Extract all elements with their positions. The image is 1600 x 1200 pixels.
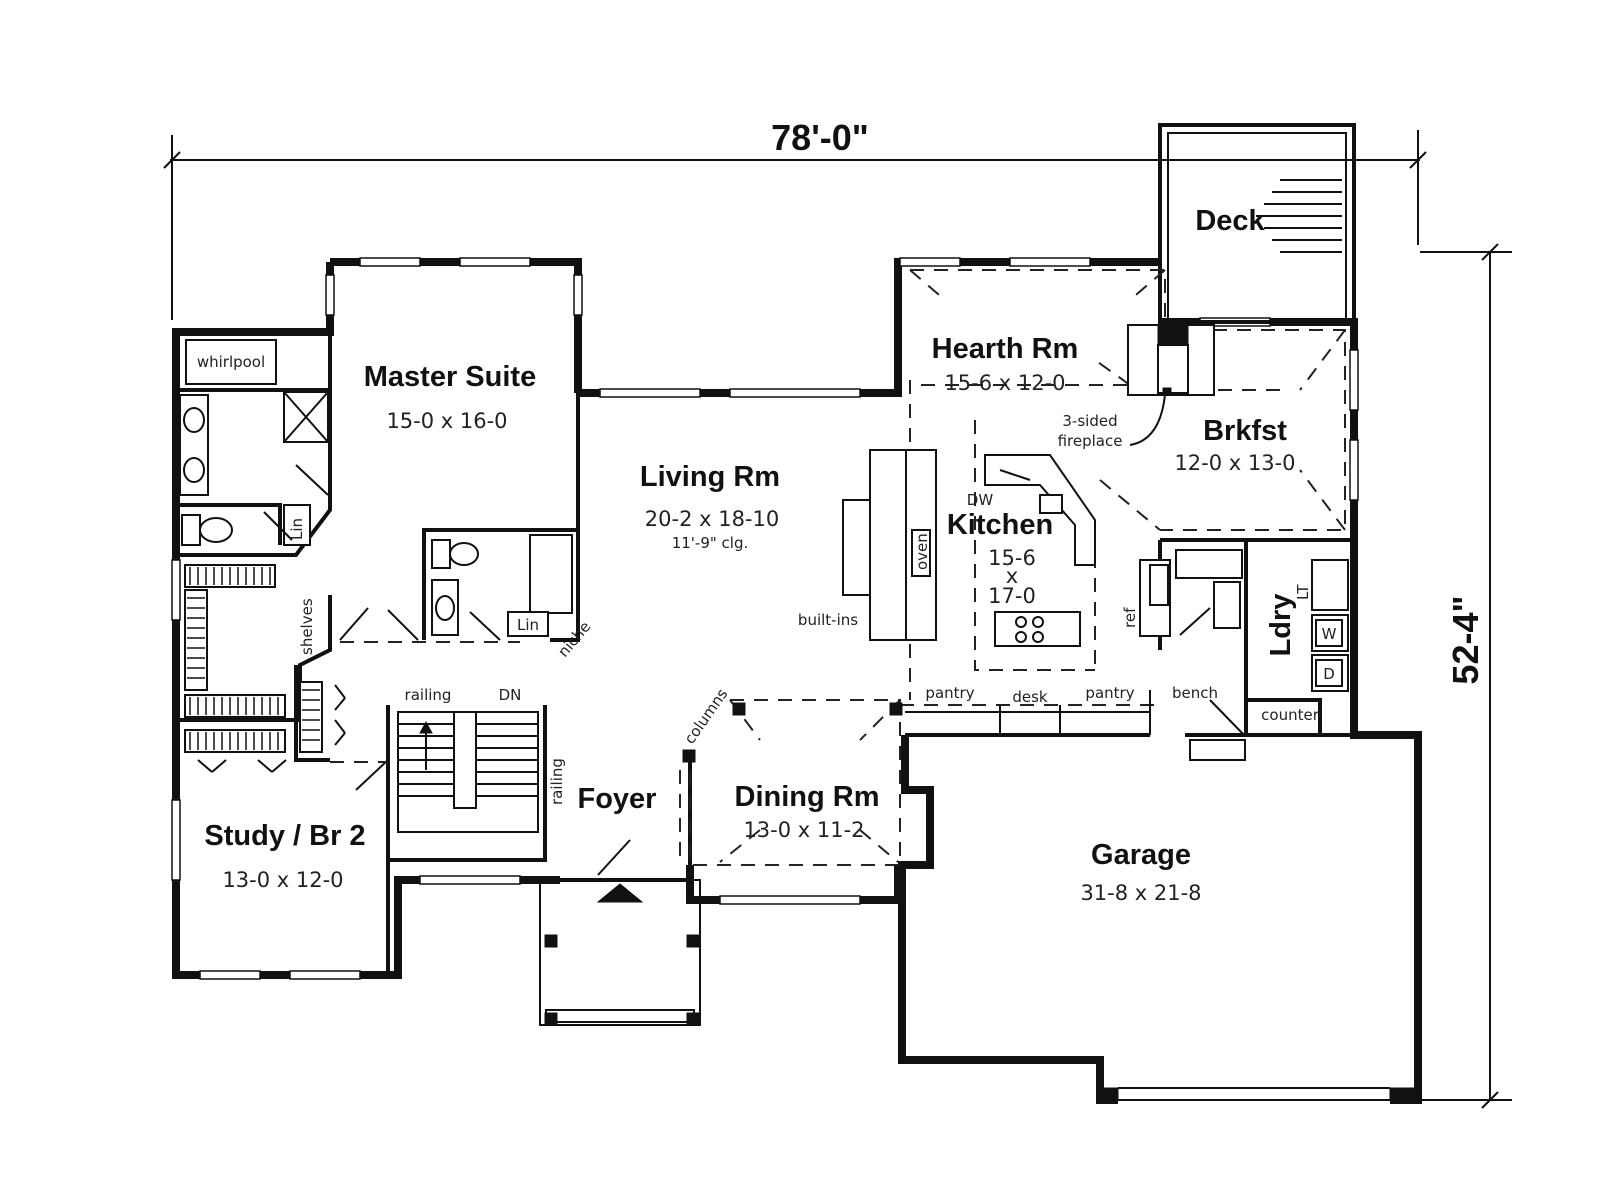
living-room-dim: 20-2 x 18-10 (645, 507, 779, 531)
kitchen-dim-b: 17-0 (988, 584, 1036, 608)
living-room-name: Living Rm (640, 461, 780, 493)
railing-top-label: railing (405, 686, 452, 704)
railing-side-label: railing (548, 758, 566, 805)
living-fireplace: oven built-ins (798, 449, 937, 641)
interior-walls (176, 332, 1354, 975)
deck: Deck (1158, 123, 1356, 324)
kitchen-dim-a: 15-6 (988, 546, 1036, 570)
laundry-name: Ldry (1265, 594, 1297, 657)
dw-label: DW (967, 491, 994, 509)
lin-closet-bath (283, 504, 311, 546)
living-room-ceiling: 11'-9" clg. (672, 534, 749, 552)
whirlpool-tub (185, 339, 277, 385)
closet-rods: shelves (184, 549, 1243, 753)
bath-fixtures: whirlpool Lin Lin niche (179, 339, 594, 661)
bath2-toilet (431, 539, 451, 569)
built-ins-label: built-ins (798, 611, 858, 629)
dining-room-name: Dining Rm (735, 781, 880, 813)
overall-depth-dimension: 52-4" (1410, 243, 1512, 1109)
shelves-label: shelves (298, 598, 316, 655)
exterior-walls (172, 258, 1422, 1104)
kitchen-name: Kitchen (947, 509, 1053, 541)
entry-arrow-icon (596, 883, 644, 903)
columns-label: columns (681, 685, 732, 747)
master-suite-dim: 15-0 x 16-0 (386, 409, 507, 433)
overall-width-label: 78'-0" (771, 117, 869, 158)
lin-closet-hall (507, 611, 549, 637)
overall-depth-label: 52-4" (1445, 595, 1486, 684)
kitchen-fixtures: DW ref (967, 454, 1171, 647)
foyer-name: Foyer (578, 783, 657, 815)
desk-label: desk (1012, 688, 1048, 706)
stairs: railing DN railing (397, 686, 566, 860)
counter-label: counter (1261, 706, 1320, 724)
doors (197, 464, 1246, 876)
garage-dim: 31-8 x 21-8 (1080, 881, 1201, 905)
fireplace-label-1: 3-sided (1062, 412, 1117, 430)
ref-label: ref (1121, 607, 1139, 628)
laundry-fixtures: LT W D counter (1246, 559, 1349, 735)
fireplace-label-2: fireplace (1058, 432, 1123, 450)
garage-name: Garage (1091, 839, 1191, 871)
overall-width-dimension: 78'-0" (163, 117, 1427, 320)
hearth-room-dim: 15-6 x 12-0 (944, 371, 1065, 395)
washer-label: W (1322, 625, 1337, 643)
oven-label: oven (913, 533, 931, 570)
master-suite-name: Master Suite (364, 361, 536, 393)
deck-stairs (1256, 179, 1342, 253)
ceiling-lines (330, 269, 1346, 866)
hearth-room-name: Hearth Rm (932, 333, 1079, 365)
lt-label: LT (1294, 584, 1312, 600)
deck-name: Deck (1195, 205, 1265, 237)
hall-storage: pantry desk pantry bench (905, 684, 1218, 735)
pantry-right-label: pantry (1085, 684, 1134, 702)
dryer-label: D (1323, 665, 1335, 683)
study-name: Study / Br 2 (204, 820, 365, 852)
garage-door (1099, 1087, 1419, 1101)
porch-and-columns: columns (539, 685, 903, 1026)
whirlpool-label: whirlpool (197, 353, 265, 371)
dining-room-dim: 13-0 x 11-2 (743, 818, 864, 842)
pantry-left-label: pantry (925, 684, 974, 702)
kitchen-dim-x: x (1006, 564, 1018, 588)
brkfst-name: Brkfst (1203, 415, 1287, 447)
brkfst-dim: 12-0 x 13-0 (1174, 451, 1295, 475)
bath2-tub (529, 534, 573, 614)
dn-label: DN (499, 686, 522, 704)
three-sided-fireplace: 3-sided fireplace (1058, 324, 1215, 450)
room-labels: Hearth Rm 15-6 x 12-0 Brkfst 12-0 x 13-0… (204, 333, 1297, 905)
bench-label: bench (1172, 684, 1218, 702)
study-dim: 13-0 x 12-0 (222, 868, 343, 892)
lin-label-hall: Lin (517, 616, 539, 634)
master-toilet (181, 514, 201, 546)
lin-label-bath: Lin (288, 518, 306, 540)
kitchen-counter (984, 454, 1096, 566)
